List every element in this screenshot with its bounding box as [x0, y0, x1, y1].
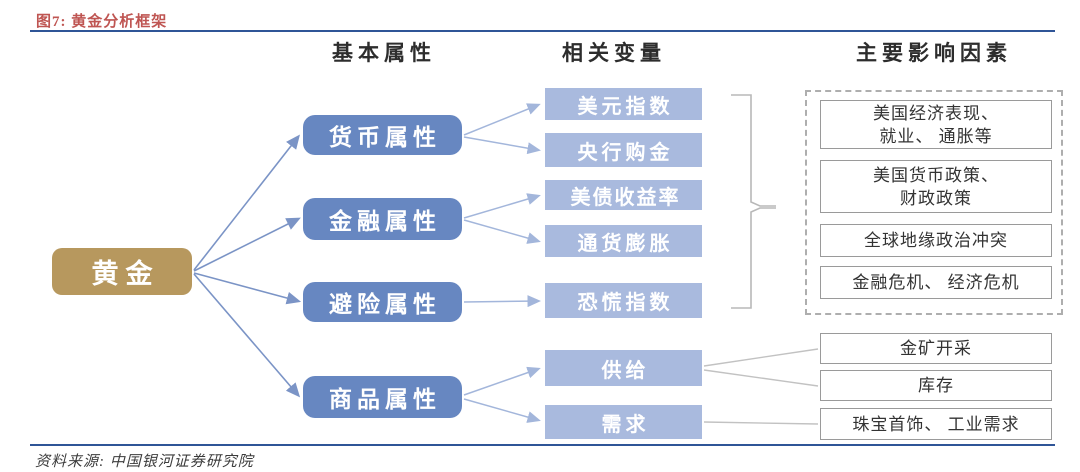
factor-us-economy: 美国经济表现、 就业、 通胀等 — [820, 100, 1052, 149]
node-attribute-monetary: 货币属性 — [303, 115, 462, 155]
factor-jewelry-industrial: 珠宝首饰、 工业需求 — [820, 408, 1052, 440]
arrow-commodity-to-demand — [463, 398, 541, 423]
line-supply-to-mining — [703, 348, 819, 367]
node-variable-inflation: 通货膨胀 — [545, 225, 702, 257]
node-attribute-safehaven: 避险属性 — [303, 282, 462, 322]
node-variable-dollar-index: 美元指数 — [545, 88, 702, 120]
arrow-commodity-to-supply — [463, 366, 541, 396]
arrow-gold-to-safehaven — [193, 272, 302, 305]
node-attribute-financial: 金融属性 — [303, 198, 462, 240]
macro-factors-panel — [805, 90, 1063, 315]
column-header-related-variables: 相关变量 — [562, 42, 666, 65]
node-variable-treasury-yield: 美债收益率 — [545, 180, 702, 210]
column-header-basic-attributes: 基本属性 — [332, 42, 436, 65]
brace-top — [731, 94, 776, 207]
node-variable-demand: 需求 — [545, 405, 702, 439]
figure-title: 图7: 黄金分析框架 — [36, 14, 168, 30]
factor-inventory: 库存 — [820, 370, 1052, 401]
factor-crisis: 金融危机、 经济危机 — [820, 266, 1052, 299]
arrow-gold-to-monetary — [193, 134, 300, 271]
node-variable-supply: 供给 — [545, 350, 702, 386]
source-note: 资料来源: 中国银河证券研究院 — [35, 454, 254, 470]
arrow-gold-to-financial — [193, 217, 301, 272]
line-supply-to-inventory — [703, 369, 819, 387]
arrow-financial-to-inflation — [463, 219, 541, 244]
line-demand-to-jewelry — [703, 421, 819, 425]
factor-gold-mining: 金矿开采 — [820, 333, 1052, 364]
arrow-safehaven-to-vix — [463, 295, 541, 308]
column-header-main-factors: 主要影响因素 — [856, 42, 1012, 65]
brace-bottom — [731, 207, 776, 309]
node-variable-fear-index: 恐慌指数 — [545, 283, 702, 318]
node-variable-central-bank-gold: 央行购金 — [545, 133, 702, 167]
arrow-monetary-to-cbgold — [463, 136, 541, 155]
factor-us-policy: 美国货币政策、 财政政策 — [820, 160, 1052, 213]
node-attribute-commodity: 商品属性 — [303, 376, 462, 418]
arrow-financial-to-yield — [463, 193, 541, 219]
factor-geopolitics: 全球地缘政治冲突 — [820, 224, 1052, 257]
node-gold: 黄金 — [52, 248, 192, 295]
bottom-rule — [30, 444, 1055, 446]
arrow-gold-to-commodity — [193, 273, 301, 398]
top-rule — [30, 30, 1055, 32]
arrow-monetary-to-dollar — [463, 103, 541, 136]
